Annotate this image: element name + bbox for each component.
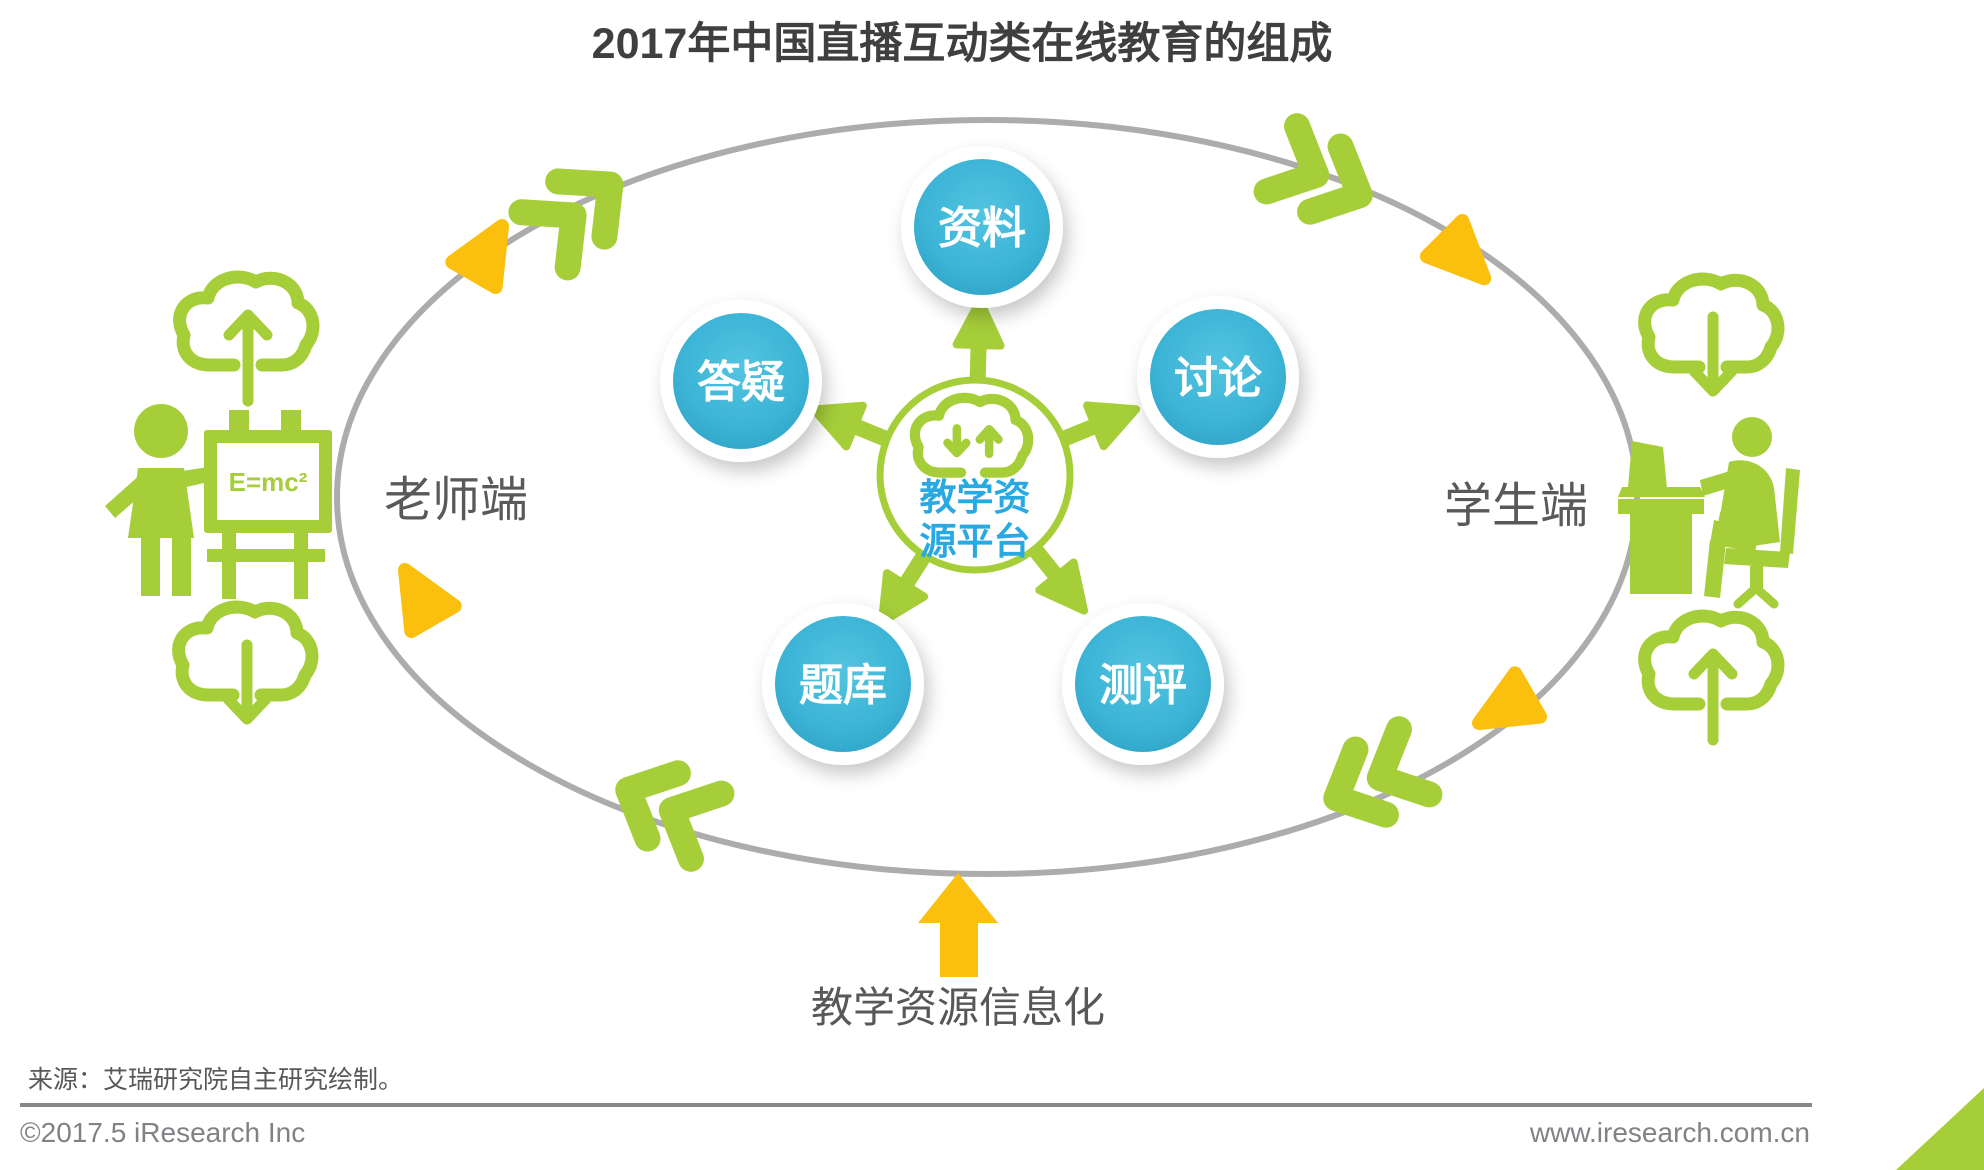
desk-pedestal [1630, 514, 1692, 594]
upload-cloud-icon-student [1645, 616, 1778, 740]
flow-chevrons-top-left [521, 157, 633, 267]
easel-crossbar [207, 549, 325, 562]
teacher-arm-left [105, 473, 152, 518]
node-label: 测评 [1099, 661, 1187, 710]
teacher-leg [141, 538, 160, 596]
easel-leg [222, 533, 236, 599]
node-circle [673, 313, 809, 449]
student-head [1732, 417, 1772, 457]
corner-triangle [1896, 1088, 1984, 1170]
hub-arrow-ziliao [952, 297, 1005, 394]
node-circle [1075, 616, 1211, 752]
node-taolun: 讨论 [1137, 296, 1299, 458]
node-label: 题库 [799, 661, 887, 710]
student-leg [1704, 540, 1726, 598]
copyright-text: ©2017.5 iResearch Inc [20, 1117, 305, 1148]
node-circle [775, 616, 911, 752]
desk-top [1618, 499, 1704, 514]
easel-board-panel [217, 443, 319, 520]
chair-base [1733, 583, 1779, 609]
chair-seat [1724, 548, 1790, 568]
node-circle [1150, 309, 1286, 445]
flow-triangle-bottom-left [383, 558, 454, 631]
chair-post [1750, 566, 1763, 590]
board-formula: E=mc² [229, 467, 308, 497]
teacher-icon [105, 404, 332, 599]
node-ziliao: 资料 [901, 146, 1063, 308]
teacher-leg [172, 538, 191, 596]
teacher-label: 老师端 [384, 474, 528, 527]
student-icon [1618, 417, 1800, 609]
flow-chevrons-bottom-left [613, 757, 721, 859]
teacher-head [134, 404, 188, 458]
hub-label-line1: 教学资 [920, 476, 1031, 518]
node-ceping: 测评 [1062, 603, 1224, 765]
flow-triangle-top-left [452, 214, 523, 287]
source-note: 来源：艾瑞研究院自主研究绘制。 [28, 1066, 403, 1094]
website-link: www.iresearch.com.cn [1529, 1117, 1810, 1148]
page-title: 2017年中国直播互动类在线教育的组成 [592, 20, 1333, 68]
bottom-label: 教学资源信息化 [811, 984, 1105, 1031]
easel-post [281, 410, 301, 434]
node-label: 资料 [938, 204, 1026, 253]
hub: 教学资 源平台 [876, 376, 1074, 574]
upload-cloud-icon-teacher [180, 277, 313, 401]
chair-back [1780, 468, 1800, 554]
download-cloud-icon-student [1645, 279, 1778, 391]
student-label: 学生端 [1444, 480, 1588, 533]
download-cloud-icon-teacher [179, 607, 312, 719]
node-label: 答疑 [697, 358, 785, 407]
flow-triangle-bottom-right [1467, 673, 1540, 744]
node-circle [914, 159, 1050, 295]
up-arrow-icon [918, 873, 998, 977]
flow-chevrons-top-right [1267, 126, 1375, 228]
laptop-screen [1628, 441, 1667, 489]
easel-post [229, 410, 249, 434]
node-label: 讨论 [1174, 354, 1263, 403]
laptop-base [1618, 487, 1705, 497]
node-tiku: 题库 [762, 603, 924, 765]
student-arm [1700, 468, 1745, 496]
easel-leg [294, 533, 308, 599]
node-dayi: 答疑 [660, 300, 822, 462]
hub-label-line2: 源平台 [920, 521, 1031, 562]
